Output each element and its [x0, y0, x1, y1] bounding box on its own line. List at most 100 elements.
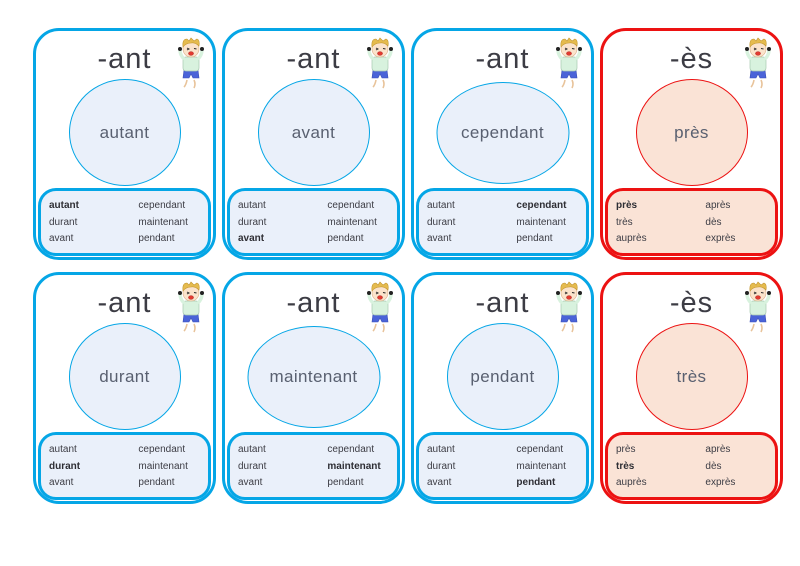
target-word-circle: durant: [68, 323, 181, 430]
list-word: autant: [238, 444, 266, 455]
flashcard: -ant maintenant autant: [222, 272, 405, 504]
list-word: après: [705, 200, 731, 211]
target-word: très: [676, 366, 707, 386]
list-word: avant: [238, 477, 263, 488]
flashcard: -ant avant autant: [222, 28, 405, 260]
boy-listening-icon: [172, 37, 210, 89]
target-word-circle: pendant: [446, 323, 559, 430]
boy-listening-icon: [361, 281, 399, 333]
word-list: autant durant avant cependant maintenant…: [416, 188, 589, 256]
list-word: pendant: [138, 233, 175, 244]
list-word: cependant: [516, 444, 564, 455]
list-word: autant: [427, 444, 455, 455]
card-suffix-title: -ant: [286, 287, 341, 319]
list-word: maintenant: [516, 216, 566, 228]
list-word: cependant: [138, 444, 186, 455]
target-word: autant: [99, 122, 150, 142]
card-board: -ant autant autant: [33, 28, 783, 504]
word-list-left-column: autant durant avant: [238, 445, 327, 488]
boy-listening-icon: [550, 281, 588, 333]
flashcard: -ant cependant autant: [411, 28, 594, 260]
word-list-left-column: autant durant avant: [427, 201, 516, 244]
word-list-right-column: cependant maintenant pendant: [327, 201, 387, 244]
boy-listening-icon: [739, 37, 777, 89]
card-suffix-title: -ant: [475, 43, 530, 75]
card-suffix-title: -ant: [97, 287, 152, 319]
list-word: pendant: [327, 477, 364, 488]
list-word: autant: [49, 444, 77, 455]
word-list-right-column: cependant maintenant pendant: [327, 445, 387, 488]
list-word: cependant: [327, 444, 375, 455]
flashcard: -ant durant autant: [33, 272, 216, 504]
card-suffix-title: -ant: [286, 43, 341, 75]
list-word: pendant: [516, 477, 556, 488]
list-word: avant: [238, 233, 265, 244]
list-word: près: [616, 444, 636, 455]
flashcard: -ant autant autant: [33, 28, 216, 260]
list-word: près: [616, 200, 638, 211]
target-word: durant: [99, 366, 150, 386]
list-word: après: [705, 444, 731, 455]
list-word: exprès: [705, 477, 736, 488]
list-word: durant: [238, 216, 267, 228]
flashcard: -ant pendant autant: [411, 272, 594, 504]
list-word: pendant: [327, 233, 364, 244]
word-list-right-column: cependant maintenant pendant: [138, 445, 198, 488]
card-suffix-title: -ant: [97, 43, 152, 75]
list-word: dès: [705, 216, 722, 228]
word-list: autant durant avant cependant maintenant…: [38, 432, 211, 500]
word-list: autant durant avant cependant maintenant…: [416, 432, 589, 500]
word-list-left-column: autant durant avant: [49, 445, 138, 488]
card-suffix-title: -ant: [475, 287, 530, 319]
word-list-left-column: autant durant avant: [427, 445, 516, 488]
list-word: avant: [427, 477, 452, 488]
list-word: maintenant: [327, 216, 377, 228]
list-word: auprès: [616, 233, 647, 244]
list-word: avant: [49, 477, 74, 488]
word-list-right-column: cependant maintenant pendant: [516, 445, 576, 488]
list-word: autant: [427, 200, 455, 211]
target-word-circle: maintenant: [247, 326, 380, 428]
list-word: durant: [49, 460, 81, 472]
list-word: très: [616, 460, 635, 472]
list-word: durant: [427, 216, 456, 228]
word-list-right-column: cependant maintenant pendant: [138, 201, 198, 244]
list-word: durant: [49, 216, 78, 228]
list-word: exprès: [705, 233, 736, 244]
list-word: dès: [705, 460, 722, 472]
word-list-left-column: autant durant avant: [49, 201, 138, 244]
list-word: avant: [49, 233, 74, 244]
list-word: cependant: [327, 200, 375, 211]
word-list-right-column: après dès exprès: [705, 445, 765, 488]
word-list-left-column: près très auprès: [616, 445, 705, 488]
list-word: cependant: [516, 200, 567, 211]
target-word-circle: avant: [257, 79, 370, 186]
word-list: autant durant avant cependant maintenant…: [38, 188, 211, 256]
list-word: cependant: [138, 200, 186, 211]
word-list: près très auprès après dès exprès: [605, 188, 778, 256]
target-word-circle: très: [635, 323, 748, 430]
word-list: autant durant avant cependant maintenant…: [227, 188, 400, 256]
target-word: près: [674, 122, 709, 142]
word-list-left-column: autant durant avant: [238, 201, 327, 244]
word-list: près très auprès après dès exprès: [605, 432, 778, 500]
word-list-right-column: cependant maintenant pendant: [516, 201, 576, 244]
list-word: pendant: [516, 233, 553, 244]
list-word: pendant: [138, 477, 175, 488]
boy-listening-icon: [739, 281, 777, 333]
boy-listening-icon: [550, 37, 588, 89]
target-word: pendant: [470, 366, 535, 386]
list-word: très: [616, 216, 633, 228]
boy-listening-icon: [172, 281, 210, 333]
list-word: maintenant: [138, 216, 188, 228]
list-word: durant: [238, 460, 267, 472]
target-word: maintenant: [269, 367, 358, 386]
word-list-right-column: après dès exprès: [705, 201, 765, 244]
word-list-left-column: près très auprès: [616, 201, 705, 244]
card-suffix-title: -ès: [669, 43, 714, 75]
list-word: avant: [427, 233, 452, 244]
boy-listening-icon: [361, 37, 399, 89]
card-suffix-title: -ès: [669, 287, 714, 319]
target-word-circle: cependant: [436, 82, 569, 184]
